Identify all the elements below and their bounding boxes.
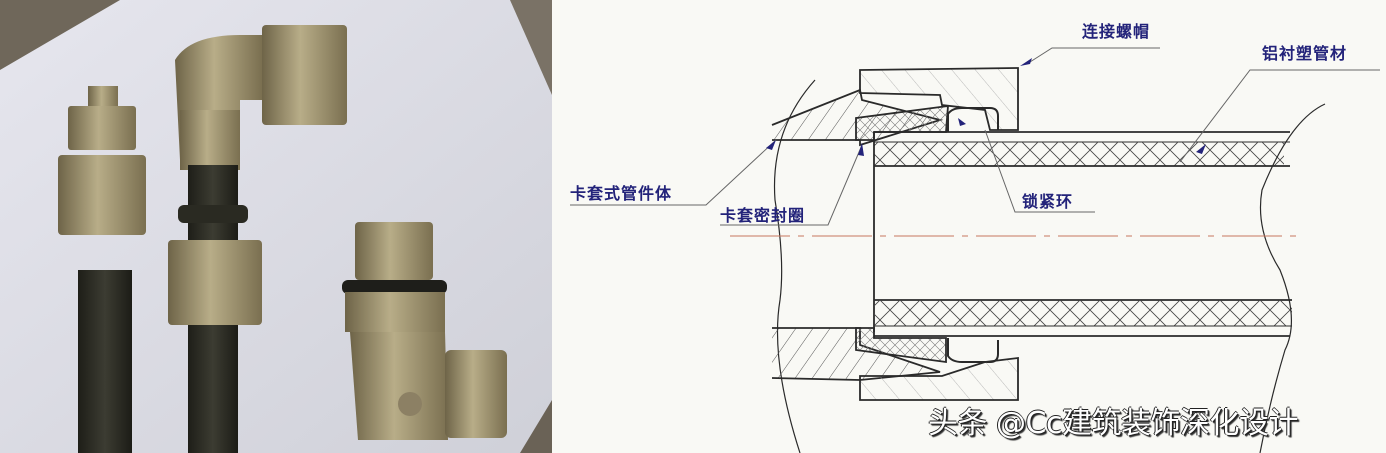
fittings-photo-illustration [0,0,552,453]
watermark: 头条 @Cc建筑装饰深化设计 [928,406,1298,441]
cross-section-drawing: 连接螺帽 铝衬塑管材 卡套式管件体 卡套密封圈 锁紧环 [552,0,1386,453]
label-locking-ring: 锁紧环 [1022,192,1074,211]
label-pipe-material: 铝衬塑管材 [1262,44,1348,63]
cross-section-linework [570,47,1380,453]
fittings-photo [0,0,552,453]
label-ferrule-seal: 卡套密封圈 [720,206,806,225]
label-connecting-nut: 连接螺帽 [1082,22,1151,41]
label-fitting-body: 卡套式管件体 [570,184,673,203]
